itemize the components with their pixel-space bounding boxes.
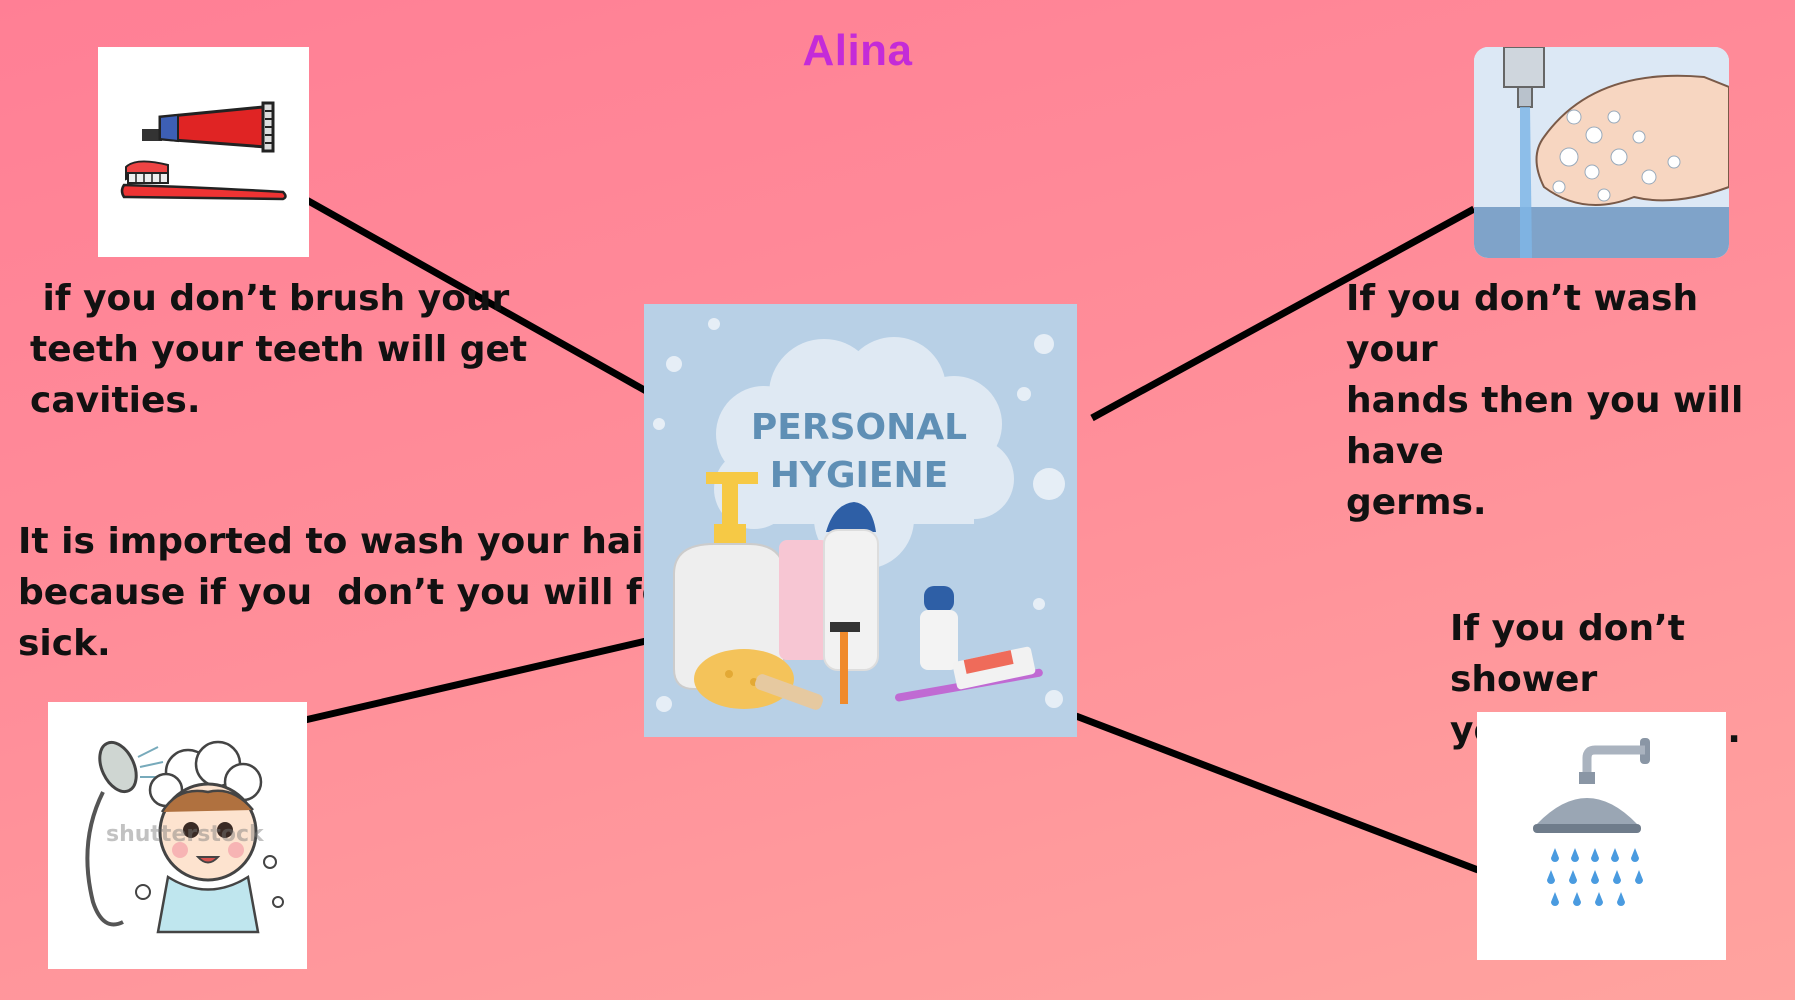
caption-brush-teeth: if you don’t brush your teeth your teeth… <box>30 278 528 421</box>
hair-washing-card: shutterstock <box>48 702 307 969</box>
watermark-text: shutterstock <box>106 822 264 847</box>
center-label-line1: PERSONAL <box>751 407 967 448</box>
center-label-line2: HYGIENE <box>770 455 948 496</box>
shower-card <box>1477 712 1726 960</box>
shower-head-icon <box>1533 738 1650 906</box>
caption-wash-hands: If you don’t wash your hands then you wi… <box>1346 278 1744 523</box>
connector-shower <box>1074 712 1480 874</box>
personal-hygiene-center: PERSONAL HYGIENE <box>644 304 1077 737</box>
personal-hygiene-products-illustration: PERSONAL HYGIENE <box>644 304 1077 737</box>
page-title: Alina <box>802 26 913 75</box>
hand-washing-icon <box>1474 47 1729 258</box>
caption-wash-hair: It is imported to wash your hair because… <box>18 521 703 664</box>
child-hair-washing-icon <box>85 740 284 934</box>
hand-washing-card <box>1474 47 1729 258</box>
toothpaste-card <box>98 47 309 257</box>
toothpaste-toothbrush-icon <box>120 101 287 201</box>
